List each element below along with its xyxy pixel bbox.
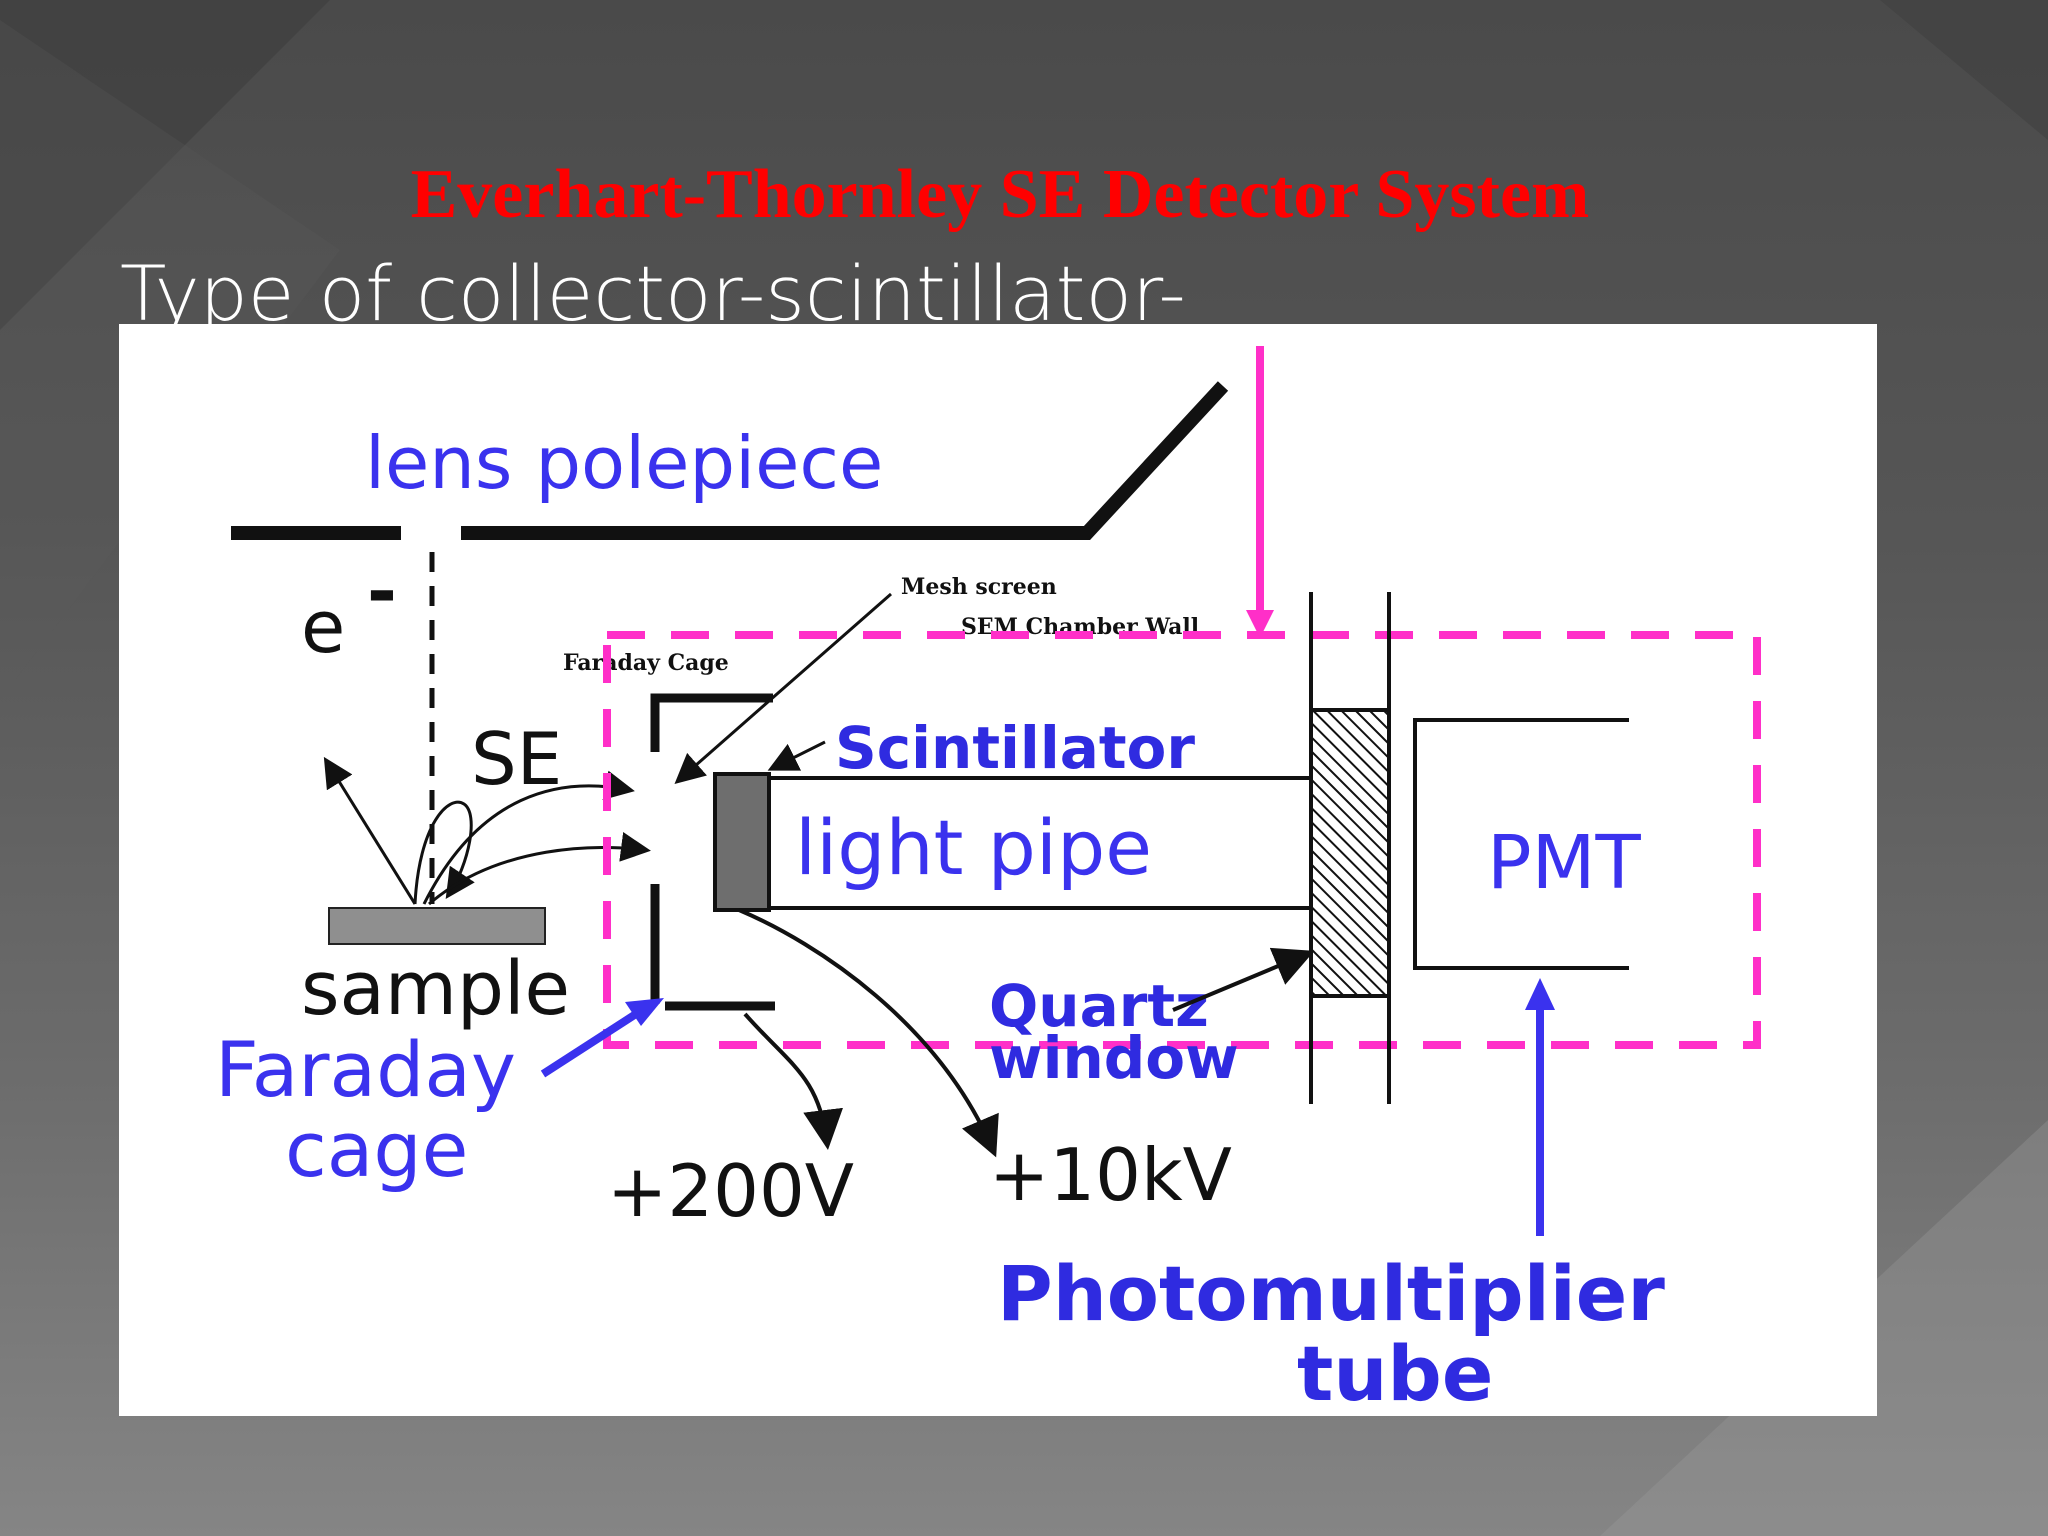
se-trajectories <box>323 756 651 906</box>
mesh-screen-arrow <box>674 592 892 784</box>
highlight-box <box>603 631 1761 1049</box>
highlight-arrow-head <box>1246 610 1274 638</box>
electron-sup-label: - <box>367 549 397 633</box>
faraday-cage-arrow-head <box>625 998 664 1026</box>
faraday-cage-arrow-shaft <box>540 1008 642 1078</box>
lens-polepiece-shape <box>231 381 1229 540</box>
quartz-window-label-1: Quartz <box>989 972 1209 1040</box>
photomultiplier-arrow-head <box>1525 978 1555 1010</box>
photomultiplier-label-1: Photomultiplier <box>997 1249 1665 1338</box>
wire-10kv <box>738 908 999 1158</box>
photomultiplier-label-2: tube <box>1297 1329 1493 1416</box>
wire-200v <box>743 1012 843 1150</box>
pmt-label: PMT <box>1487 820 1641 906</box>
quartz-window-block <box>1309 708 1391 998</box>
faraday-cage-small-label: Faraday Cage <box>563 650 729 676</box>
sample-block <box>328 907 546 945</box>
slide-title: Everhart-Thornley SE Detector System <box>410 156 1590 233</box>
quartz-window-arrow <box>1172 947 1315 1012</box>
voltage-10kv-label: +10kV <box>989 1133 1232 1217</box>
light-pipe-label: light pipe <box>795 803 1152 892</box>
scintillator-block <box>713 772 771 912</box>
voltage-200v-label: +200V <box>607 1149 854 1233</box>
slide-subtitle: Type of collector-scintillator- <box>120 254 1186 324</box>
faraday-cage-shape <box>650 693 775 1011</box>
quartz-window-label-2: window <box>989 1024 1239 1092</box>
scintillator-arrow <box>767 740 826 771</box>
pmt-shape <box>1413 718 1629 970</box>
faraday-cage-label-2: cage <box>285 1105 468 1194</box>
detector-diagram: lens polepiece e - SE sample Faraday Cag… <box>119 324 1877 1416</box>
diagram-canvas: lens polepiece e - SE sample Faraday Cag… <box>215 346 1761 1416</box>
scintillator-label: Scintillator <box>835 714 1195 782</box>
se-label: SE <box>471 717 562 801</box>
lens-polepiece-label: lens polepiece <box>365 421 883 505</box>
faraday-cage-label-1: Faraday <box>215 1025 516 1114</box>
electron-label: e <box>301 585 345 669</box>
mesh-screen-label: Mesh screen <box>901 574 1057 600</box>
sample-label: sample <box>301 946 570 1032</box>
